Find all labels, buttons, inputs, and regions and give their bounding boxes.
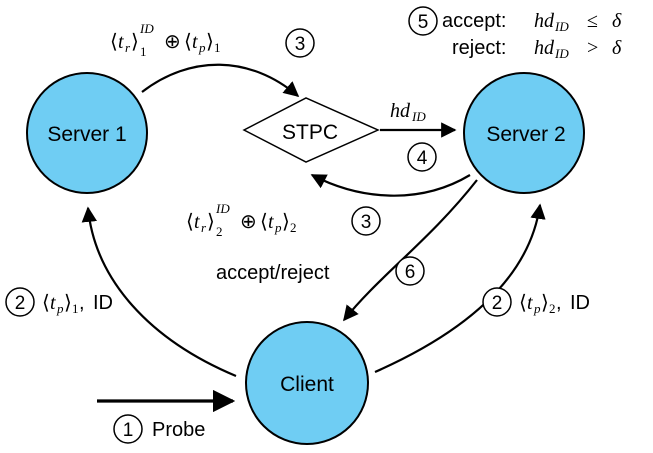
step-4-number: 4	[417, 148, 428, 169]
probe-text: Probe	[152, 419, 205, 441]
id-left-text: ID	[93, 292, 113, 314]
label-step6: accept/reject 6	[216, 256, 425, 286]
id-right-text: ID	[570, 292, 590, 314]
svg-text:hd: hd	[390, 100, 411, 122]
server1-label: Server 1	[47, 123, 126, 146]
svg-text:2: 2	[549, 301, 556, 316]
svg-text:⟩: ⟩	[541, 292, 549, 314]
svg-text:⟩: ⟩	[131, 31, 139, 53]
svg-text:p: p	[274, 220, 282, 235]
svg-text:t: t	[527, 292, 533, 314]
svg-text:2: 2	[216, 224, 223, 239]
svg-text:⟨: ⟨	[186, 211, 194, 233]
svg-text:>: >	[587, 37, 598, 59]
stpc-node: STPC	[242, 97, 380, 163]
stpc-label: STPC	[282, 121, 338, 144]
label-step2-left: 2 ⟨ t p ⟩ 1 , ID	[5, 287, 113, 317]
svg-text:2: 2	[290, 220, 297, 235]
svg-text:,: ,	[79, 292, 85, 314]
svg-text:ID: ID	[554, 19, 569, 34]
svg-text:p: p	[198, 40, 206, 55]
svg-text:δ: δ	[612, 37, 622, 59]
svg-text:⊕: ⊕	[240, 211, 257, 233]
svg-text:⟨: ⟨	[42, 292, 50, 314]
svg-text:t: t	[192, 31, 198, 53]
step-6-number: 6	[405, 262, 416, 283]
step-2-right-number: 2	[492, 293, 503, 314]
svg-text:⟨: ⟨	[184, 31, 192, 53]
svg-text:ID: ID	[554, 46, 569, 61]
svg-text:r: r	[201, 220, 207, 235]
step-1-number: 1	[123, 420, 134, 441]
svg-text:⟩: ⟩	[64, 292, 72, 314]
step-3-top-number: 3	[295, 34, 306, 55]
svg-text:ID: ID	[139, 21, 154, 36]
label-step2-right: 2 ⟨ t p ⟩ 2 , ID	[482, 287, 590, 317]
client-label: Client	[280, 373, 334, 396]
label-step3-top: ⟨ t r ⟩ ID 1 ⊕ ⟨ t p ⟩ 1 3	[110, 21, 315, 59]
label-hd-id: hd ID	[390, 100, 426, 124]
label-step4: 4	[407, 142, 437, 172]
svg-text:ID: ID	[411, 109, 426, 124]
svg-text:1: 1	[214, 40, 221, 55]
edge-server1-to-stpc	[141, 63, 300, 97]
svg-text:⟩: ⟩	[206, 31, 214, 53]
svg-text:ID: ID	[215, 201, 230, 216]
edge-server2-to-stpc	[310, 174, 471, 197]
svg-text:t: t	[194, 211, 200, 233]
svg-text:t: t	[118, 31, 124, 53]
svg-text:hd: hd	[534, 37, 555, 59]
svg-text:⟩: ⟩	[282, 211, 290, 233]
server1-node: Server 1	[26, 72, 148, 194]
svg-text:⟩: ⟩	[207, 211, 215, 233]
edge-client-to-server2	[374, 203, 546, 374]
reject-text: reject:	[452, 37, 506, 59]
label-step5: 5 accept: hd ID ≤ δ reject: hd ID > δ	[408, 6, 622, 61]
svg-text:⟨: ⟨	[260, 211, 268, 233]
step-2-left-number: 2	[15, 293, 26, 314]
accept-text: accept:	[442, 10, 506, 32]
svg-text:hd: hd	[534, 10, 555, 32]
svg-text:t: t	[50, 292, 56, 314]
edge-server2-to-client	[343, 179, 478, 322]
server2-label: Server 2	[486, 123, 565, 146]
step-5-number: 5	[418, 12, 429, 33]
svg-text:,: ,	[556, 292, 562, 314]
svg-text:r: r	[125, 40, 131, 55]
svg-text:p: p	[533, 301, 541, 316]
svg-text:δ: δ	[612, 10, 622, 32]
svg-text:≤: ≤	[587, 10, 598, 32]
svg-text:1: 1	[140, 44, 147, 59]
svg-text:⟨: ⟨	[110, 31, 118, 53]
step-3-bottom-number: 3	[361, 212, 372, 233]
client-node: Client	[245, 321, 369, 445]
svg-text:1: 1	[72, 301, 79, 316]
svg-text:p: p	[56, 301, 64, 316]
server2-node: Server 2	[463, 72, 585, 194]
svg-text:t: t	[268, 211, 274, 233]
svg-text:⊕: ⊕	[164, 31, 181, 53]
label-step3-bottom: ⟨ t r ⟩ ID 2 ⊕ ⟨ t p ⟩ 2 3	[186, 201, 381, 239]
accept-reject-text: accept/reject	[216, 262, 330, 284]
label-step1: 1 Probe	[113, 414, 205, 444]
svg-text:⟨: ⟨	[519, 292, 527, 314]
edge-client-to-server1	[81, 206, 237, 378]
